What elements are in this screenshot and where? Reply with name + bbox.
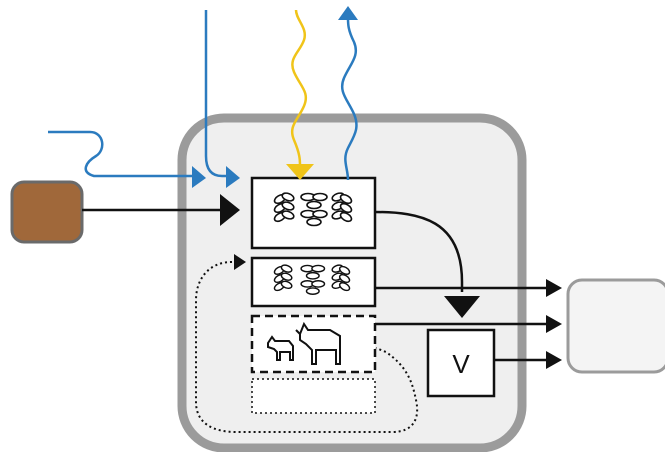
water-up-arrowhead	[338, 6, 358, 20]
water-inflow-left	[48, 130, 196, 178]
vat-output-arrowhead	[546, 351, 562, 369]
solar-input-flow	[290, 9, 308, 167]
water-inflow-top	[204, 10, 232, 178]
soil-input-box	[10, 180, 84, 244]
vat-box	[426, 328, 496, 398]
crop-plants-icon-secondary	[273, 264, 351, 295]
livestock-output-arrowhead	[546, 315, 562, 333]
water-inflow-top-arrowhead	[226, 166, 240, 188]
vat-label: V	[452, 349, 470, 379]
livestock-icon	[267, 321, 341, 365]
storage-box	[251, 378, 376, 414]
recycle-loop-flow	[195, 261, 419, 433]
water-inflow-left-arrowhead	[192, 166, 206, 188]
crop-plants-icon	[273, 192, 353, 227]
recycle-loop-arrowhead	[234, 254, 246, 270]
water-output-flow	[340, 17, 358, 181]
crop-secondary-output-arrowhead	[546, 279, 562, 297]
crop-to-v-flow	[374, 210, 464, 292]
soil-to-crop-arrowhead	[220, 194, 240, 226]
crop-to-v-arrowhead	[444, 296, 480, 318]
output-receiver-box	[566, 278, 665, 374]
solar-arrowhead	[286, 164, 314, 180]
